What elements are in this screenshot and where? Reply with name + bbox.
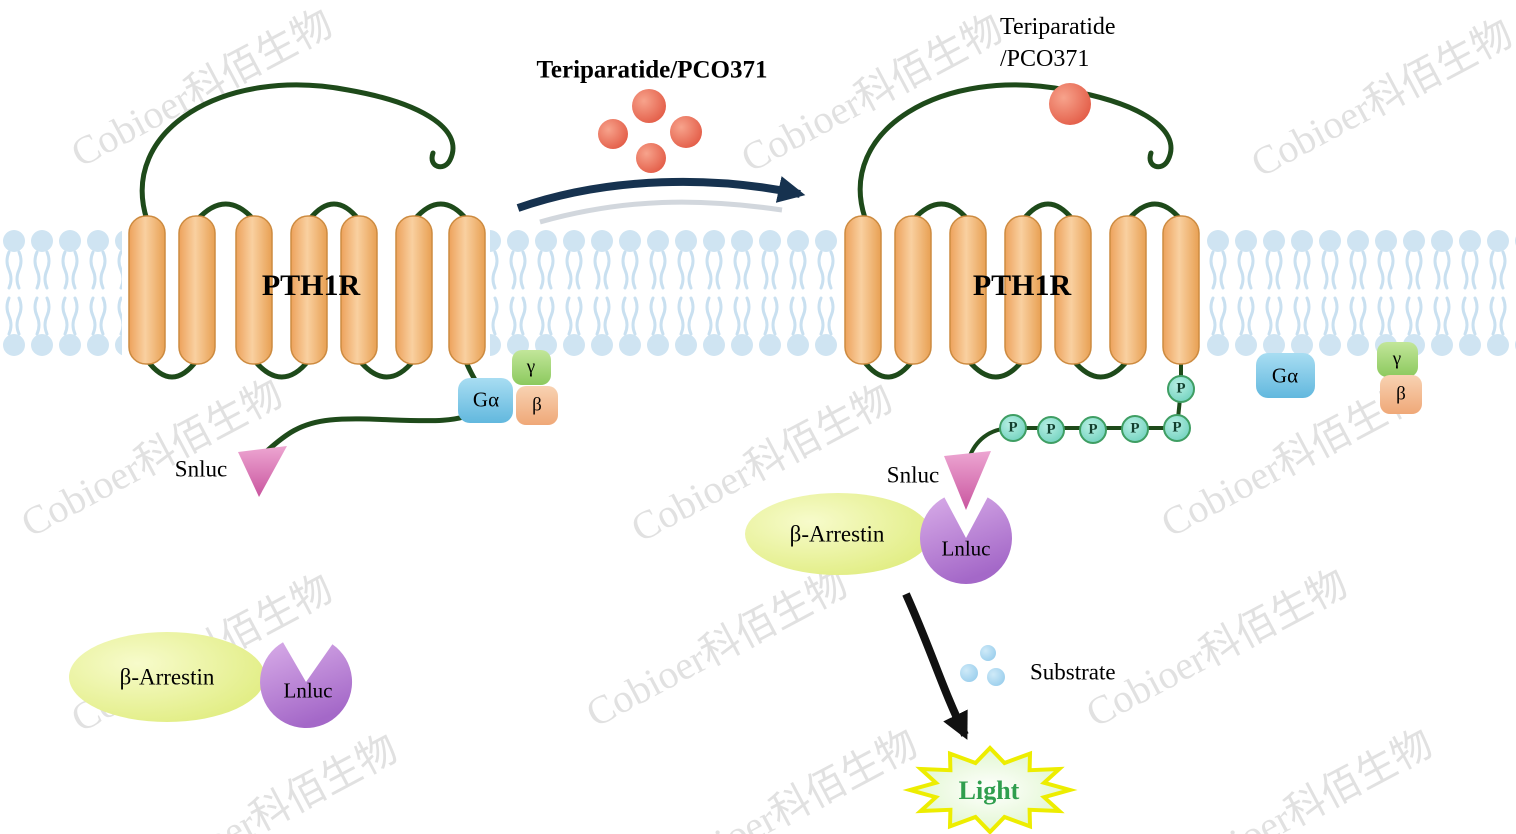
substrate-molecule [987, 668, 1005, 686]
intracellular-loop [860, 357, 916, 380]
tm-helix [128, 215, 166, 365]
tm-helix [1109, 215, 1147, 365]
phospho-circle [1163, 414, 1191, 442]
tm-helix [1004, 215, 1042, 365]
substrate-molecules [960, 645, 1005, 686]
phospho-sites [999, 375, 1195, 444]
extracellular-loop [1020, 201, 1076, 223]
galpha-box-left [458, 378, 513, 423]
ligand-molecule [670, 116, 702, 148]
bound-ligand-molecule [1049, 83, 1091, 125]
pth1r-left-helices [128, 215, 486, 365]
intracellular-loop [1070, 357, 1131, 380]
beta-box-right [1380, 375, 1422, 414]
tm-helix [235, 215, 273, 365]
phospho-circle [1167, 375, 1195, 403]
tm-helix [949, 215, 987, 365]
substrate-molecule [980, 645, 996, 661]
ligand-molecule [636, 143, 666, 173]
intracellular-loop [251, 357, 312, 380]
arrestin-ellipse-right [745, 493, 931, 575]
tm-helix [1054, 215, 1092, 365]
tm-helix [290, 215, 328, 365]
arrestin-ellipse-left [69, 632, 265, 722]
n-terminus-right [857, 82, 1174, 221]
activation-arrow [516, 176, 806, 212]
tm-helix [844, 215, 882, 365]
c-terminus-right-phosphorylated [967, 362, 1183, 460]
phospho-circle [1121, 415, 1149, 443]
n-terminus-left [139, 82, 456, 223]
ligand-molecule [598, 119, 628, 149]
catalysis-arrow [902, 592, 969, 740]
gamma-box-right [1377, 342, 1418, 377]
phospho-circle [1037, 416, 1065, 444]
phospho-circle [1079, 416, 1107, 444]
g-protein-right [1256, 342, 1422, 414]
snluc-wedge-left [238, 446, 287, 497]
light-starburst [902, 745, 1078, 834]
lnluc-pacman-left [260, 642, 353, 729]
beta-box-left [516, 386, 558, 425]
intracellular-loop [144, 357, 200, 380]
lnluc-pacman-right [920, 497, 1013, 585]
phospho-circle [999, 414, 1027, 442]
extracellular-loop [910, 201, 971, 223]
snluc-wedge-right [944, 451, 991, 510]
pth1r-right-helices [844, 215, 1200, 365]
extracellular-loop [1125, 201, 1184, 223]
tm-helix [894, 215, 932, 365]
extracellular-loop [194, 201, 257, 223]
intracellular-loop [356, 357, 417, 380]
g-protein-left [458, 350, 558, 425]
arrow-shadow [539, 199, 783, 225]
ligand-molecule [632, 89, 666, 123]
tm-helix [1162, 215, 1200, 365]
ligand-cluster [598, 89, 702, 173]
pth1r-left-loops [139, 82, 487, 453]
extracellular-loop [411, 201, 470, 223]
extracellular-loop [306, 201, 362, 223]
galpha-box-right [1256, 353, 1315, 398]
tm-helix [448, 215, 486, 365]
tm-helix [178, 215, 216, 365]
gamma-box-left [512, 350, 551, 385]
tm-helix [395, 215, 433, 365]
substrate-molecule [960, 664, 978, 682]
intracellular-loop [965, 357, 1026, 380]
tm-helix [340, 215, 378, 365]
